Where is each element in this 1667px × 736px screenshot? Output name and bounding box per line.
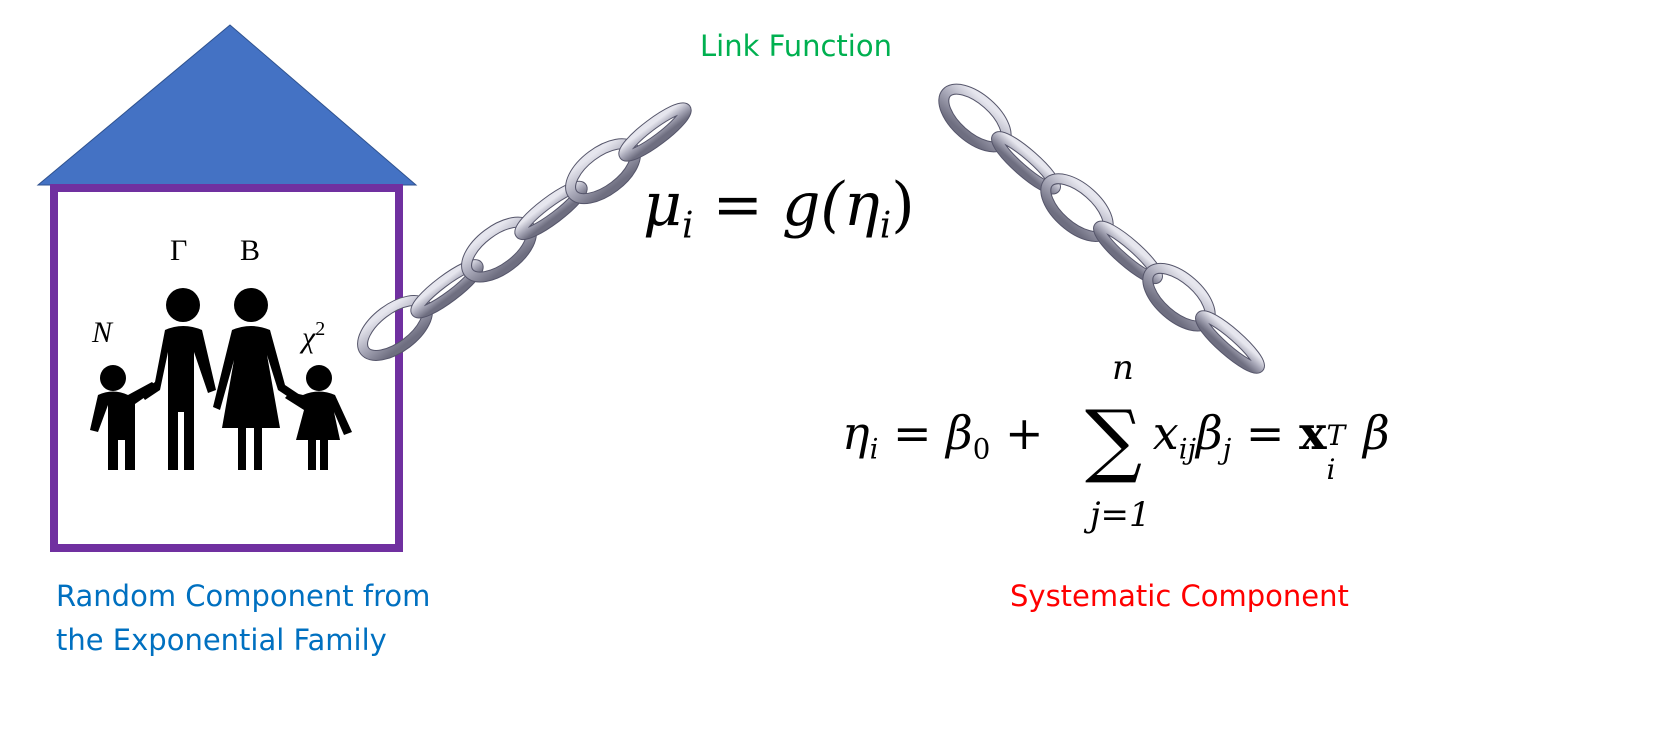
right-chain-link — [1093, 221, 1163, 284]
eta-sub: i — [869, 432, 879, 466]
eta: η — [842, 406, 870, 460]
systematic-component-label: Systematic Component — [1010, 579, 1349, 613]
x-sub: ij — [1178, 432, 1197, 466]
g-eta: g(η — [781, 170, 880, 240]
beta-j-sub: j — [1222, 432, 1232, 466]
beta-j: β — [1196, 406, 1223, 460]
left-chain-link — [515, 181, 587, 240]
dist-beta-label: B — [240, 234, 261, 267]
left-chain-link — [619, 103, 691, 161]
x-term: x — [1152, 406, 1179, 460]
link-function-title: Link Function — [700, 29, 892, 63]
equals: = — [712, 170, 763, 240]
random-component-label: Random Component from the Exponential Fa… — [56, 574, 430, 662]
mu: μ — [643, 170, 682, 240]
equals-beta: = β — [893, 406, 973, 460]
link-equation: μi = g(ηi) — [643, 170, 915, 247]
sum-symbol: ∑ — [1085, 393, 1143, 486]
dist-normal-label: N — [92, 316, 113, 349]
family-icon — [90, 288, 352, 470]
beta0-sub: 0 — [972, 432, 991, 466]
house-walls — [50, 184, 403, 552]
sum-lower: j=1 — [1090, 495, 1151, 535]
x-sup: T — [1326, 419, 1346, 452]
right-chain-link — [991, 132, 1061, 194]
right-chain-link — [1195, 311, 1265, 373]
plus: + — [1004, 406, 1044, 460]
chi-symbol: χ — [302, 321, 316, 354]
mu-sub: i — [682, 205, 694, 247]
left-chain-link — [411, 260, 483, 318]
x-bold: x — [1299, 406, 1327, 460]
dist-chi-square-label: χ2 — [302, 318, 325, 355]
random-label-line2: the Exponential Family — [56, 623, 387, 657]
dist-gamma-label: Γ — [170, 234, 188, 267]
equals2: = — [1245, 406, 1285, 460]
chain-links — [357, 83, 1266, 374]
sum-upper: n — [1112, 348, 1134, 388]
chi-superscript: 2 — [315, 318, 326, 340]
house-roof — [36, 24, 418, 186]
random-label-line1: Random Component from — [56, 579, 431, 613]
beta-end: β — [1363, 406, 1390, 460]
close-paren: ) — [891, 170, 915, 240]
x-sub-i: i — [1326, 453, 1336, 486]
eta-sub: i — [879, 205, 892, 247]
